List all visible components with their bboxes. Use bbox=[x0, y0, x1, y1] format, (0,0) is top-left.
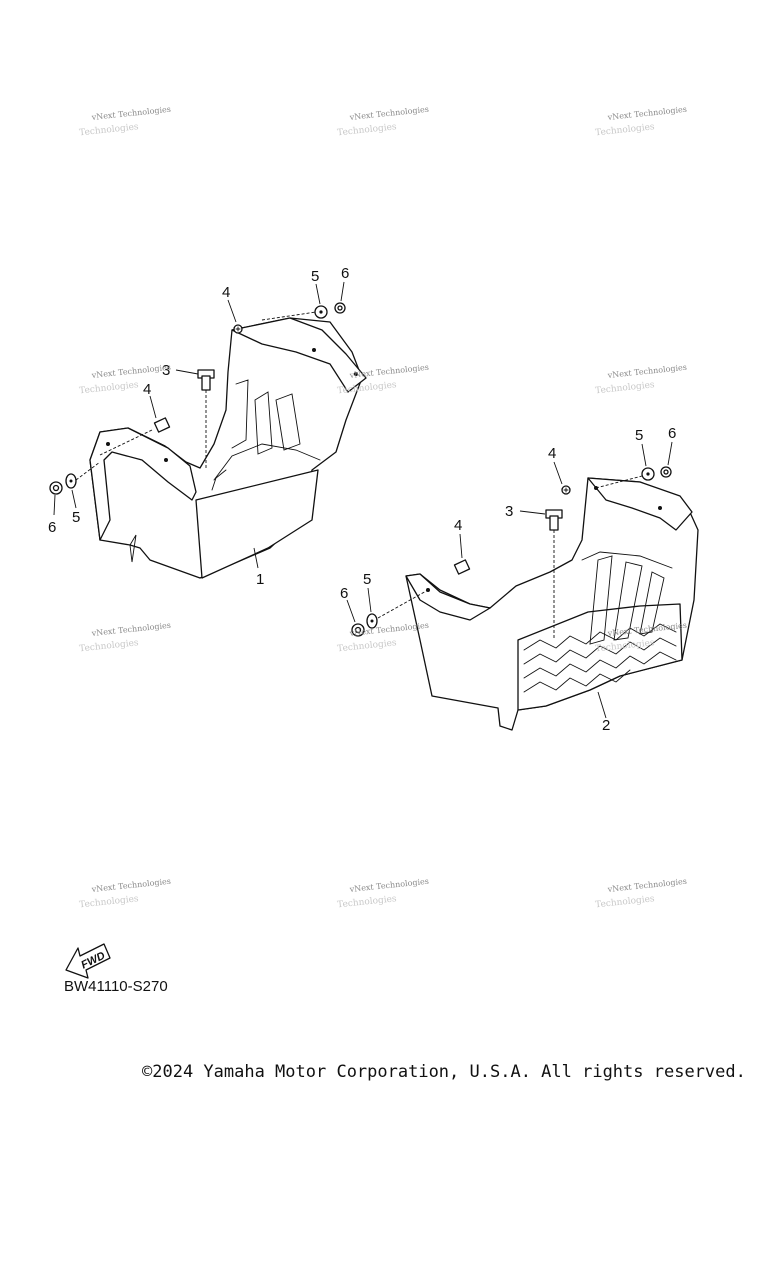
svg-text:Technologies: Technologies bbox=[79, 122, 140, 138]
fwd-label: FWD bbox=[79, 950, 107, 972]
callout-5-side-right: 5 bbox=[363, 571, 371, 588]
diagram-code: BW41110-S270 bbox=[64, 978, 168, 995]
svg-text:Technologies: Technologies bbox=[79, 638, 140, 654]
screw-4-side-right bbox=[453, 559, 471, 575]
callout-3-left: 3 bbox=[162, 362, 170, 379]
nut-6-side-left bbox=[49, 481, 63, 495]
callout-6-side-right: 6 bbox=[340, 585, 348, 602]
watermark: Technologies vNext Technologies bbox=[595, 877, 687, 911]
callout-6-top-right: 6 bbox=[668, 425, 676, 442]
callout-3-right: 3 bbox=[505, 503, 513, 520]
callout-2: 2 bbox=[602, 717, 610, 734]
svg-text:Technologies: Technologies bbox=[595, 380, 656, 396]
svg-text:Technologies: Technologies bbox=[595, 894, 656, 910]
svg-text:vNext Technologies: vNext Technologies bbox=[606, 363, 687, 380]
bolt-3-left bbox=[197, 369, 215, 470]
svg-text:vNext Technologies: vNext Technologies bbox=[90, 105, 171, 122]
nut-6-top-right bbox=[660, 466, 672, 478]
callout-4-side-right: 4 bbox=[454, 517, 462, 534]
watermark: Technologies vNext Technologies bbox=[595, 105, 687, 139]
nut-6-side-right bbox=[351, 623, 365, 637]
svg-text:vNext Technologies: vNext Technologies bbox=[90, 877, 171, 894]
svg-text:Technologies: Technologies bbox=[337, 122, 398, 138]
svg-text:Technologies: Technologies bbox=[337, 894, 398, 910]
watermark: Technologies vNext Technologies bbox=[79, 363, 171, 397]
callout-4-top-left: 4 bbox=[222, 284, 230, 301]
callout-5-top-left: 5 bbox=[311, 268, 319, 285]
screw-4-side-left bbox=[99, 417, 171, 456]
callout-4-side-left: 4 bbox=[143, 381, 151, 398]
watermark: Technologies vNext Technologies bbox=[337, 105, 429, 139]
svg-text:vNext Technologies: vNext Technologies bbox=[90, 621, 171, 638]
svg-text:vNext Technologies: vNext Technologies bbox=[606, 877, 687, 894]
callout-numbers: 4 5 6 3 4 6 5 1 4 5 6 3 4 5 6 2 bbox=[48, 265, 676, 734]
part-1-guard bbox=[89, 317, 367, 579]
svg-text:vNext Technologies: vNext Technologies bbox=[606, 105, 687, 122]
watermark: Technologies vNext Technologies bbox=[337, 877, 429, 911]
svg-text:vNext Technologies: vNext Technologies bbox=[90, 363, 171, 380]
callout-6-side-left: 6 bbox=[48, 519, 56, 536]
svg-text:Technologies: Technologies bbox=[79, 380, 140, 396]
callout-4-top-right: 4 bbox=[548, 445, 556, 462]
watermark: Technologies vNext Technologies bbox=[79, 105, 171, 139]
svg-text:vNext Technologies: vNext Technologies bbox=[348, 363, 429, 380]
watermark: Technologies vNext Technologies bbox=[337, 621, 429, 655]
hardware-part-1 bbox=[49, 302, 346, 495]
svg-text:vNext Technologies: vNext Technologies bbox=[348, 105, 429, 122]
nut-6-top-left bbox=[334, 302, 346, 314]
svg-text:vNext Technologies: vNext Technologies bbox=[348, 877, 429, 894]
callout-5-side-left: 5 bbox=[72, 509, 80, 526]
watermark: Technologies vNext Technologies bbox=[79, 621, 171, 655]
fwd-arrow-icon: FWD bbox=[65, 943, 111, 979]
callout-1: 1 bbox=[256, 571, 264, 588]
svg-text:Technologies: Technologies bbox=[337, 638, 398, 654]
svg-text:Technologies: Technologies bbox=[79, 894, 140, 910]
svg-text:Technologies: Technologies bbox=[595, 122, 656, 138]
watermark: Technologies vNext Technologies bbox=[79, 877, 171, 911]
watermark: Technologies vNext Technologies bbox=[595, 363, 687, 397]
callout-leaders bbox=[53, 281, 673, 719]
callout-5-top-right: 5 bbox=[635, 427, 643, 444]
screw-4-top-left bbox=[233, 324, 243, 334]
screw-4-top-right bbox=[561, 485, 571, 495]
copyright-notice: ©2024 Yamaha Motor Corporation, U.S.A. A… bbox=[142, 1062, 746, 1082]
hardware-part-2 bbox=[351, 466, 672, 640]
bolt-3-right bbox=[545, 509, 563, 640]
svg-text:vNext Technologies: vNext Technologies bbox=[348, 621, 429, 638]
callout-6-top-left: 6 bbox=[341, 265, 349, 282]
part-2-guard bbox=[405, 477, 699, 731]
